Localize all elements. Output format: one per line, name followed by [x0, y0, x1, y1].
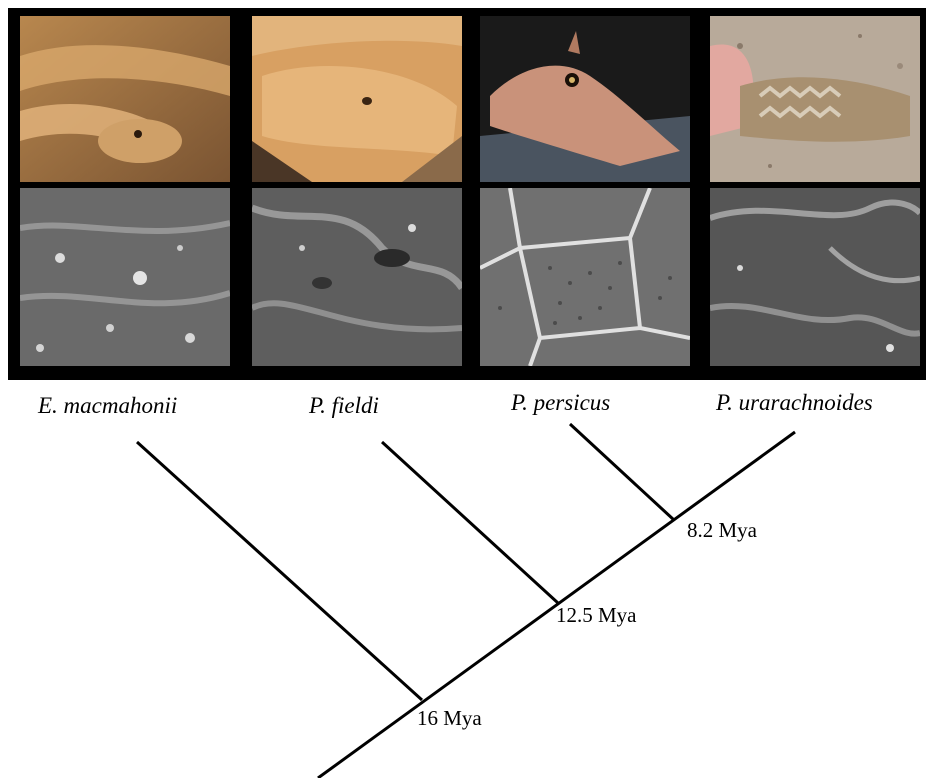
branch-p-persicus	[570, 424, 674, 520]
node-age-12-5: 12.5 Mya	[556, 603, 637, 628]
node-age-8-2: 8.2 Mya	[687, 518, 757, 543]
branch-e-macmahonii	[137, 442, 422, 700]
branch-p-fieldi	[382, 442, 558, 603]
node-age-16: 16 Mya	[417, 706, 482, 731]
